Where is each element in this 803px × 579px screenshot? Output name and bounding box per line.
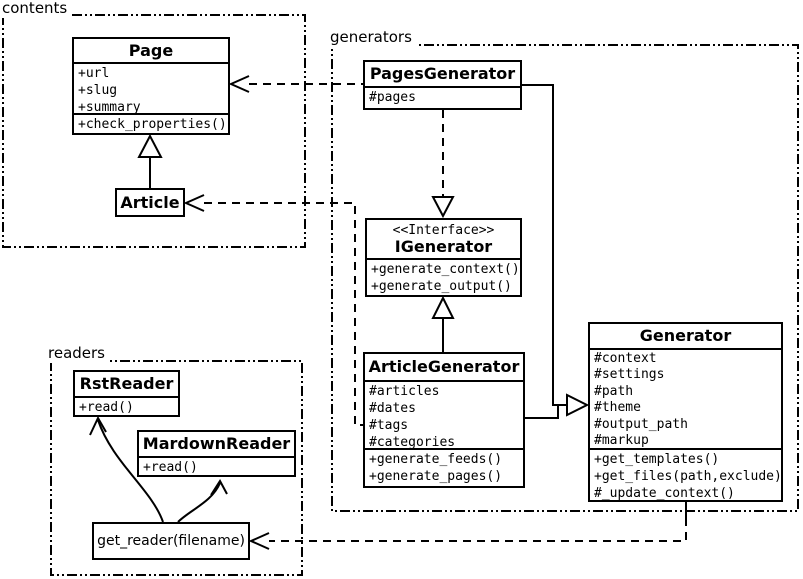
class-mardownreader-title: MardownReader bbox=[142, 434, 291, 453]
class-igenerator-name: IGenerator bbox=[394, 236, 493, 256]
method-row: +generate_feeds() bbox=[369, 452, 503, 467]
class-pagesgenerator: PagesGenerator #pages bbox=[363, 60, 522, 110]
attribute-row: #tags bbox=[369, 418, 409, 433]
inheritance-articlegenerator-to-generator-line bbox=[525, 406, 559, 419]
class-generator-methods: +get_templates() +get_files(path,exclude… bbox=[590, 448, 781, 500]
method-row: +get_files(path,exclude) bbox=[594, 469, 781, 484]
class-generator: Generator #context #settings #path #them… bbox=[588, 322, 783, 502]
class-generator-title: Generator bbox=[639, 326, 732, 345]
method-row: +read() bbox=[79, 400, 134, 415]
attribute-row: #dates bbox=[369, 401, 416, 416]
class-pagesgenerator-title: PagesGenerator bbox=[369, 64, 516, 83]
arrow-getreader-to-rstreader-curve bbox=[97, 419, 164, 523]
class-articlegenerator-attributes: #articles #dates #tags #categories bbox=[365, 380, 523, 448]
dependency-arrowhead-article bbox=[183, 194, 205, 212]
method-row: +generate_output() bbox=[371, 279, 512, 294]
attribute-row: #settings bbox=[594, 367, 665, 383]
attribute-row: #context bbox=[594, 351, 657, 366]
arrow-getreader-to-mardownreader-curve bbox=[177, 482, 221, 523]
attribute-row: #markup bbox=[594, 433, 649, 448]
inheritance-pagesgenerator-to-generator-line bbox=[522, 84, 566, 406]
dependency-articlegenerator-to-article-line bbox=[204, 202, 363, 426]
class-article-title: Article bbox=[120, 192, 180, 212]
getreader-label: get_reader(filename) bbox=[97, 533, 245, 549]
attribute-row: #theme bbox=[594, 400, 641, 416]
package-label-contents: contents bbox=[1, 0, 72, 18]
class-igenerator: <<Interface>> IGenerator +generate_conte… bbox=[365, 218, 522, 297]
dependency-arrowhead-getreader bbox=[248, 532, 270, 550]
inheritance-triangle-generator bbox=[566, 393, 590, 417]
class-igenerator-stereotype: <<Interface>> bbox=[392, 222, 495, 238]
class-page: Page +url +slug +summary +check_properti… bbox=[72, 37, 230, 135]
attribute-row: #pages bbox=[369, 90, 416, 105]
class-articlegenerator-methods: +generate_feeds() +generate_pages() bbox=[365, 448, 523, 486]
class-page-methods: +check_properties() bbox=[74, 113, 228, 133]
class-igenerator-title: <<Interface>> IGenerator bbox=[367, 220, 520, 258]
realization-triangle-igenerator-top bbox=[431, 196, 455, 219]
method-row: #_update_context() bbox=[594, 486, 735, 500]
getreader-function-box: get_reader(filename) bbox=[92, 522, 250, 560]
method-row: +read() bbox=[143, 460, 198, 475]
method-row: +check_properties() bbox=[78, 117, 227, 132]
attribute-row: #path bbox=[594, 383, 634, 399]
class-articlegenerator: ArticleGenerator #articles #dates #tags … bbox=[363, 352, 525, 488]
class-igenerator-methods: +generate_context() +generate_output() bbox=[367, 258, 520, 295]
class-generator-attributes: #context #settings #path #theme #output_… bbox=[590, 348, 781, 448]
class-article: Article bbox=[115, 188, 185, 217]
class-mardownreader-methods: +read() bbox=[139, 456, 294, 475]
inheritance-triangle-page bbox=[137, 133, 163, 158]
attribute-row: #articles bbox=[369, 384, 440, 399]
class-rstreader-title: RstReader bbox=[79, 374, 174, 393]
class-page-title: Page bbox=[128, 40, 174, 60]
package-label-generators: generators bbox=[329, 29, 416, 47]
realization-triangle-igenerator-bottom bbox=[431, 295, 455, 319]
package-contents-border bbox=[2, 14, 306, 248]
attribute-row: #output_path bbox=[594, 416, 688, 432]
attribute-row: #categories bbox=[369, 435, 456, 448]
attribute-row: +url bbox=[78, 66, 110, 81]
class-articlegenerator-title: ArticleGenerator bbox=[368, 357, 520, 376]
arrow-getreader-to-rstreader-head bbox=[89, 415, 107, 436]
class-mardownreader: MardownReader +read() bbox=[137, 430, 296, 477]
attribute-row: +slug bbox=[78, 83, 118, 98]
dependency-generator-to-getreader-line bbox=[269, 518, 687, 542]
class-page-attributes: +url +slug +summary bbox=[74, 62, 228, 113]
class-pagesgenerator-attributes: #pages bbox=[365, 86, 520, 108]
package-label-readers: readers bbox=[47, 345, 109, 363]
attribute-row: +summary bbox=[78, 100, 141, 113]
package-readers-border bbox=[50, 360, 303, 576]
class-rstreader: RstReader +read() bbox=[73, 370, 180, 417]
method-row: +generate_pages() bbox=[369, 469, 503, 484]
dependency-arrowhead-page bbox=[228, 75, 250, 93]
arrow-getreader-to-mardownreader-head bbox=[210, 479, 228, 496]
method-row: +get_templates() bbox=[594, 452, 720, 467]
class-rstreader-methods: +read() bbox=[75, 396, 178, 415]
method-row: +generate_context() bbox=[371, 262, 520, 277]
package-generators-border bbox=[331, 44, 799, 512]
